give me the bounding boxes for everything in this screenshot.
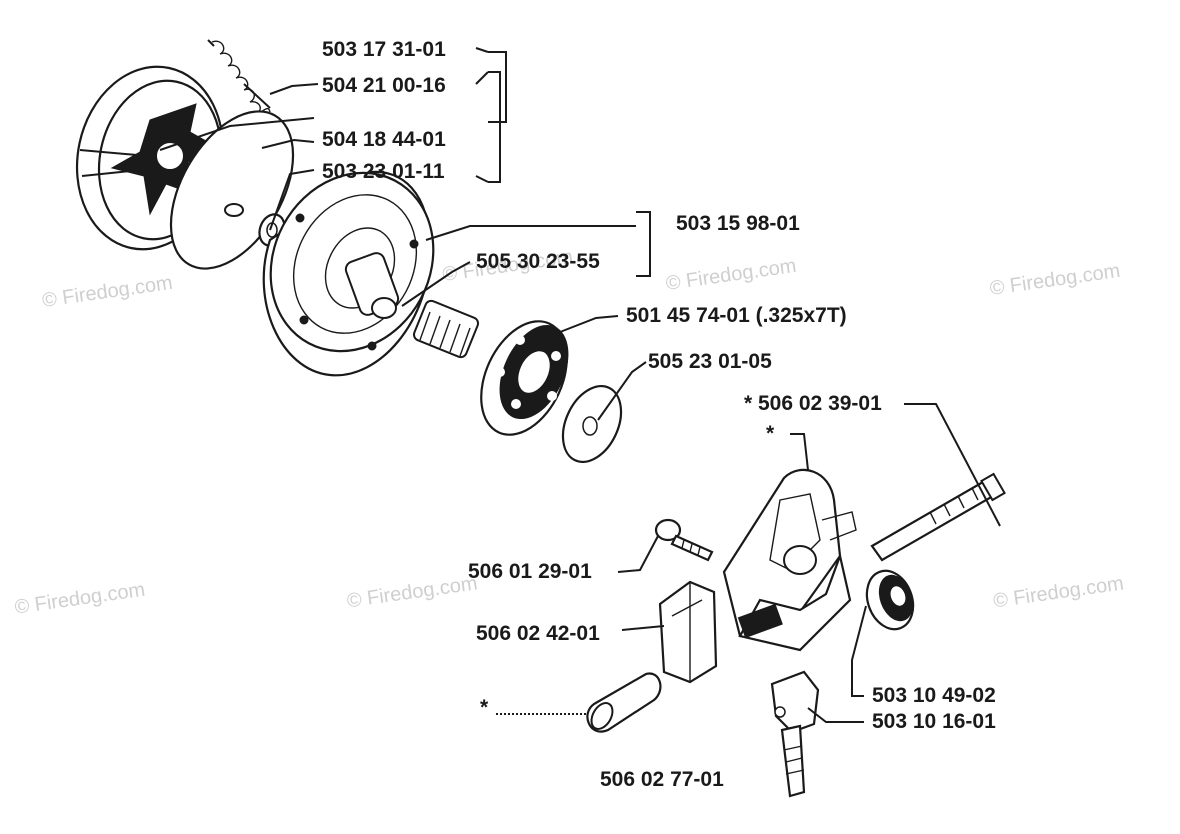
pin-part <box>586 672 662 733</box>
rim-sprocket-part <box>480 320 569 436</box>
watermark: © Firedog.com <box>988 260 1121 300</box>
watermark: © Firedog.com <box>346 572 479 612</box>
spring-part <box>207 39 271 115</box>
part-label-spring: 503 17 31-01 <box>322 38 446 61</box>
part-label-clutch: 504 21 00-16 <box>322 74 446 97</box>
watermark: © Firedog.com <box>41 272 174 312</box>
sprocket-washer-part <box>561 385 623 463</box>
bracket-middle <box>636 211 651 277</box>
pump-shaft-part <box>870 472 1006 562</box>
seal-block-part <box>658 580 718 684</box>
part-label-pin-asterisk: * <box>480 696 489 719</box>
screw-part <box>654 518 714 562</box>
clutch-shoe-part <box>75 65 225 251</box>
part-label-drum: 503 15 98-01 <box>676 212 800 235</box>
oil-pump-housing-part <box>722 468 857 652</box>
part-label-cover: 504 18 44-01 <box>322 128 446 151</box>
clutch-drum-part <box>262 170 435 377</box>
part-label-pin: 506 02 77-01 <box>600 768 724 791</box>
leader-lines <box>159 47 1001 723</box>
watermark: © Firedog.com <box>992 572 1125 612</box>
part-label-pump-shaft: * 506 02 39-01 <box>744 392 882 415</box>
watermark: © Firedog.com <box>13 579 146 619</box>
part-label-housing-asterisk: * <box>766 422 775 445</box>
part-label-rim-sprocket: 501 45 74-01 (.325x7T) <box>626 304 847 327</box>
part-label-needle-bearing: 505 30 23-55 <box>476 250 600 273</box>
part-label-seal-block: 506 02 42-01 <box>476 622 600 645</box>
needle-bearing-part <box>412 299 480 359</box>
part-label-sprocket-washer: 505 23 01-05 <box>648 350 772 373</box>
pump-gear-part <box>865 569 915 631</box>
bracket-upper <box>488 51 507 183</box>
part-label-pump-gear: 503 10 49-02 <box>872 684 996 707</box>
watermark: © Firedog.com <box>664 255 797 295</box>
part-label-washer: 503 23 01-11 <box>322 160 445 183</box>
part-label-screw: 506 01 29-01 <box>468 560 592 583</box>
part-label-plunger: 503 10 16-01 <box>872 710 996 733</box>
pump-plunger-part <box>770 670 820 798</box>
